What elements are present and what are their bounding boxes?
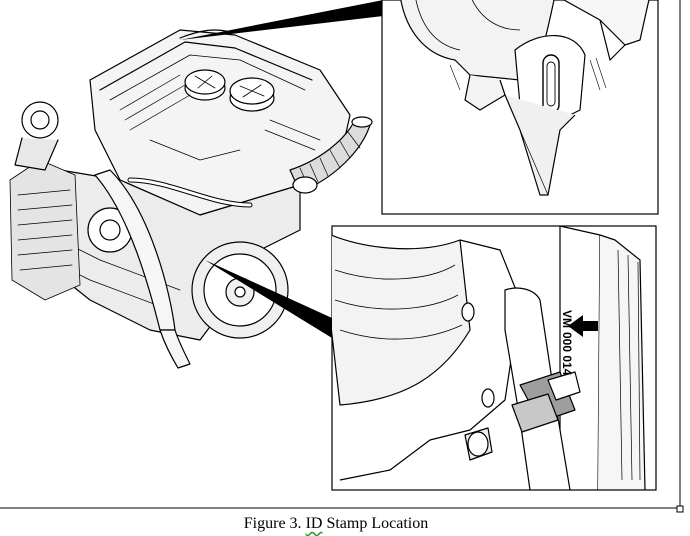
- caption-rest: Stamp Location: [322, 515, 429, 532]
- crankshaft-pulley: [191, 241, 289, 339]
- oil-cap-right: [229, 77, 275, 112]
- caption-highlight: ID: [305, 515, 323, 532]
- oil-cap-left: [184, 69, 226, 101]
- leader-wedge-upper: [180, 0, 383, 40]
- stamp-code-line2: 000 014: [560, 332, 574, 376]
- stamp-arrow: [568, 315, 598, 337]
- detail-inset-lower: VM 000 014: [331, 225, 657, 491]
- turbocharger: [14, 101, 59, 171]
- stamp-code-line1: VM: [560, 310, 574, 328]
- page-frame: [0, 0, 684, 513]
- corrugated-hose: [289, 116, 373, 194]
- auxiliary-pulley: [87, 207, 133, 253]
- caption-prefix: Figure 3.: [243, 515, 306, 532]
- detail-inset-upper: [381, 0, 659, 215]
- leader-wedge-lower: [205, 260, 332, 338]
- ribbed-block: [9, 159, 81, 301]
- bolt: [464, 427, 493, 461]
- coolant-pipe: [94, 169, 191, 369]
- engine-illustration: [9, 29, 373, 369]
- figure-caption: Figure 3. ID Stamp Location: [0, 515, 672, 533]
